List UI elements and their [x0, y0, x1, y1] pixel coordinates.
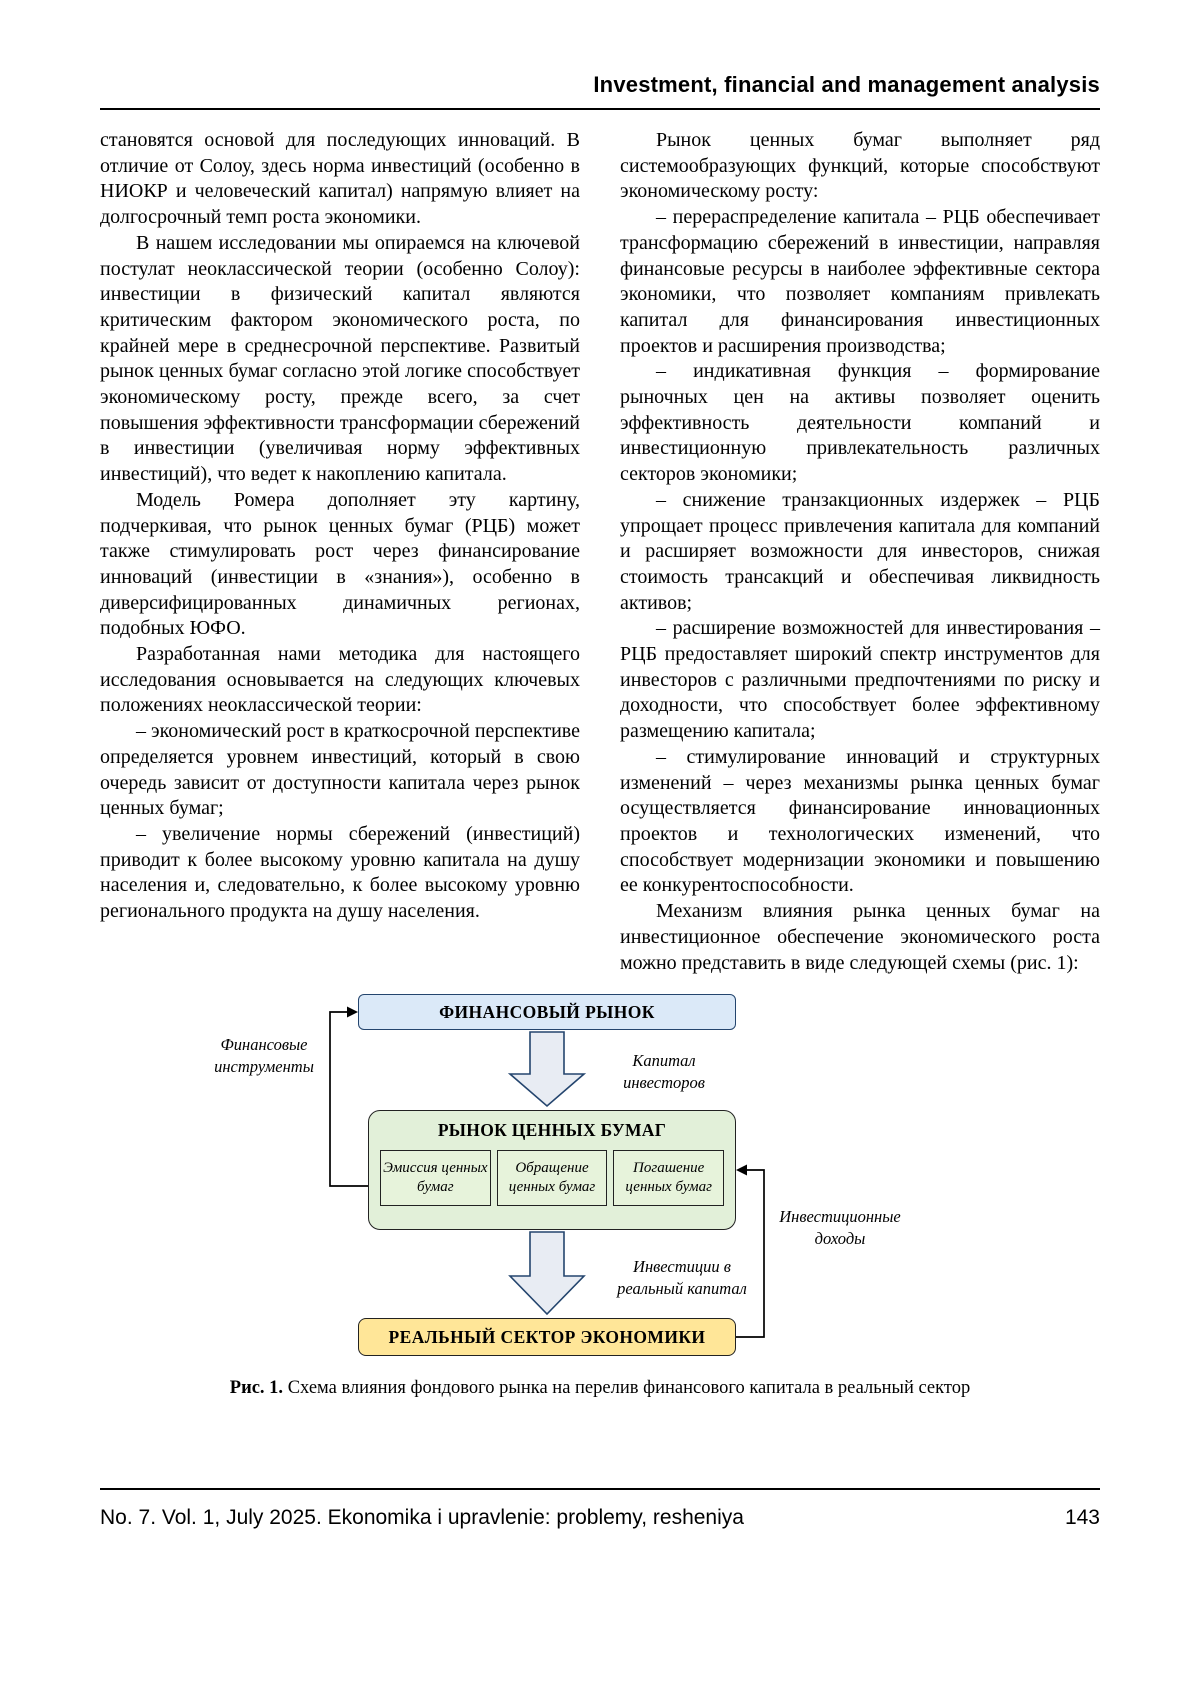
circulation-label: Обращение ценных бумаг — [508, 1160, 596, 1196]
capital-flow-arrow — [507, 1031, 587, 1108]
financial-instruments-label: Финансовые инструменты — [214, 1035, 314, 1076]
paragraph: Механизм влияния рынка ценных бумаг на и… — [620, 900, 1100, 974]
article-body: становятся основой для последующих иннов… — [100, 128, 1100, 976]
caption-text: Схема влияния фондового рынка на перелив… — [287, 1378, 971, 1399]
paragraph: Модель Ромера дополняет эту картину, под… — [100, 488, 580, 640]
securities-market-title: РЫНОК ЦЕННЫХ БУМАГ — [437, 1120, 667, 1141]
securities-market-box: РЫНОК ЦЕННЫХ БУМАГ Эмиссия ценных бумаг … — [368, 1110, 736, 1231]
left-column: становятся основой для последующих иннов… — [100, 128, 580, 976]
investment-income-label: Инвестиционные доходы — [779, 1207, 901, 1248]
list-item: – экономический рост в краткосрочной пер… — [100, 720, 580, 820]
figure-1: ФИНАНСОВЫЙ РЫНОК РЫНОК ЦЕННЫХ БУМАГ Эмис… — [100, 990, 1100, 1362]
list-item: – перераспределение капитала – РЦБ обесп… — [620, 206, 1100, 357]
right-column: Рынок ценных бумаг выполняет ряд системо… — [620, 128, 1100, 976]
sub-box: Эмиссия ценных бумаг — [380, 1150, 491, 1207]
paragraph: становятся основой для последующих иннов… — [100, 129, 580, 229]
financial-market-label: ФИНАНСОВЫЙ РЫНОК — [439, 1001, 655, 1022]
paragraph: В нашем исследовании мы опираемся на клю… — [100, 231, 580, 486]
running-head: Investment, financial and management ana… — [593, 72, 1100, 97]
list-item: – увеличение нормы сбережений (инвестици… — [100, 822, 580, 923]
footer-rule — [100, 1488, 1100, 1490]
page-header: Investment, financial and management ana… — [100, 72, 1100, 110]
real-sector-box: РЕАЛЬНЫЙ СЕКТОР ЭКОНОМИКИ — [358, 1318, 736, 1357]
investment-income-connector — [736, 1164, 765, 1339]
footer-journal-info: No. 7. Vol. 1, July 2025. Ekonomika i up… — [100, 1506, 744, 1529]
real-sector-label: РЕАЛЬНЫЙ СЕКТОР ЭКОНОМИКИ — [388, 1326, 706, 1347]
investment-flow-arrow — [508, 1231, 586, 1316]
emission-label: Эмиссия ценных бумаг — [383, 1160, 488, 1196]
securities-stages-row: Эмиссия ценных бумаг Обращение ценных бу… — [380, 1150, 725, 1207]
redemption-label: Погашение ценных бумаг — [625, 1160, 712, 1196]
list-item: – стимулирование инноваций и структурных… — [620, 745, 1100, 897]
header-rule — [100, 108, 1100, 110]
list-item: – расширение возможностей для инвестиров… — [620, 617, 1100, 743]
figure-caption: Рис. 1. Схема влияния фондового рынка на… — [100, 1378, 1100, 1399]
investor-capital-label: Капитал инвесторов — [623, 1051, 705, 1092]
sub-box: Погашение ценных бумаг — [613, 1150, 725, 1207]
investments-real-capital-label: Инвестиции в реальный капитал — [617, 1257, 747, 1298]
list-item: – снижение транзакционных издержек – РЦБ… — [620, 488, 1100, 614]
page-footer: No. 7. Vol. 1, July 2025. Ekonomika i up… — [100, 1488, 1100, 1530]
paragraph: Разработанная нами методика для настояще… — [100, 643, 580, 717]
sub-box: Обращение ценных бумаг — [496, 1150, 608, 1207]
financial-market-box: ФИНАНСОВЫЙ РЫНОК — [358, 994, 736, 1031]
list-item: – индикативная функция – формирование ры… — [620, 360, 1100, 486]
caption-label: Рис. 1. — [229, 1378, 284, 1399]
footer-row: No. 7. Vol. 1, July 2025. Ekonomika i up… — [100, 1506, 1100, 1530]
paragraph: Рынок ценных бумаг выполняет ряд системо… — [620, 129, 1100, 203]
page-number: 143 — [1064, 1506, 1100, 1529]
